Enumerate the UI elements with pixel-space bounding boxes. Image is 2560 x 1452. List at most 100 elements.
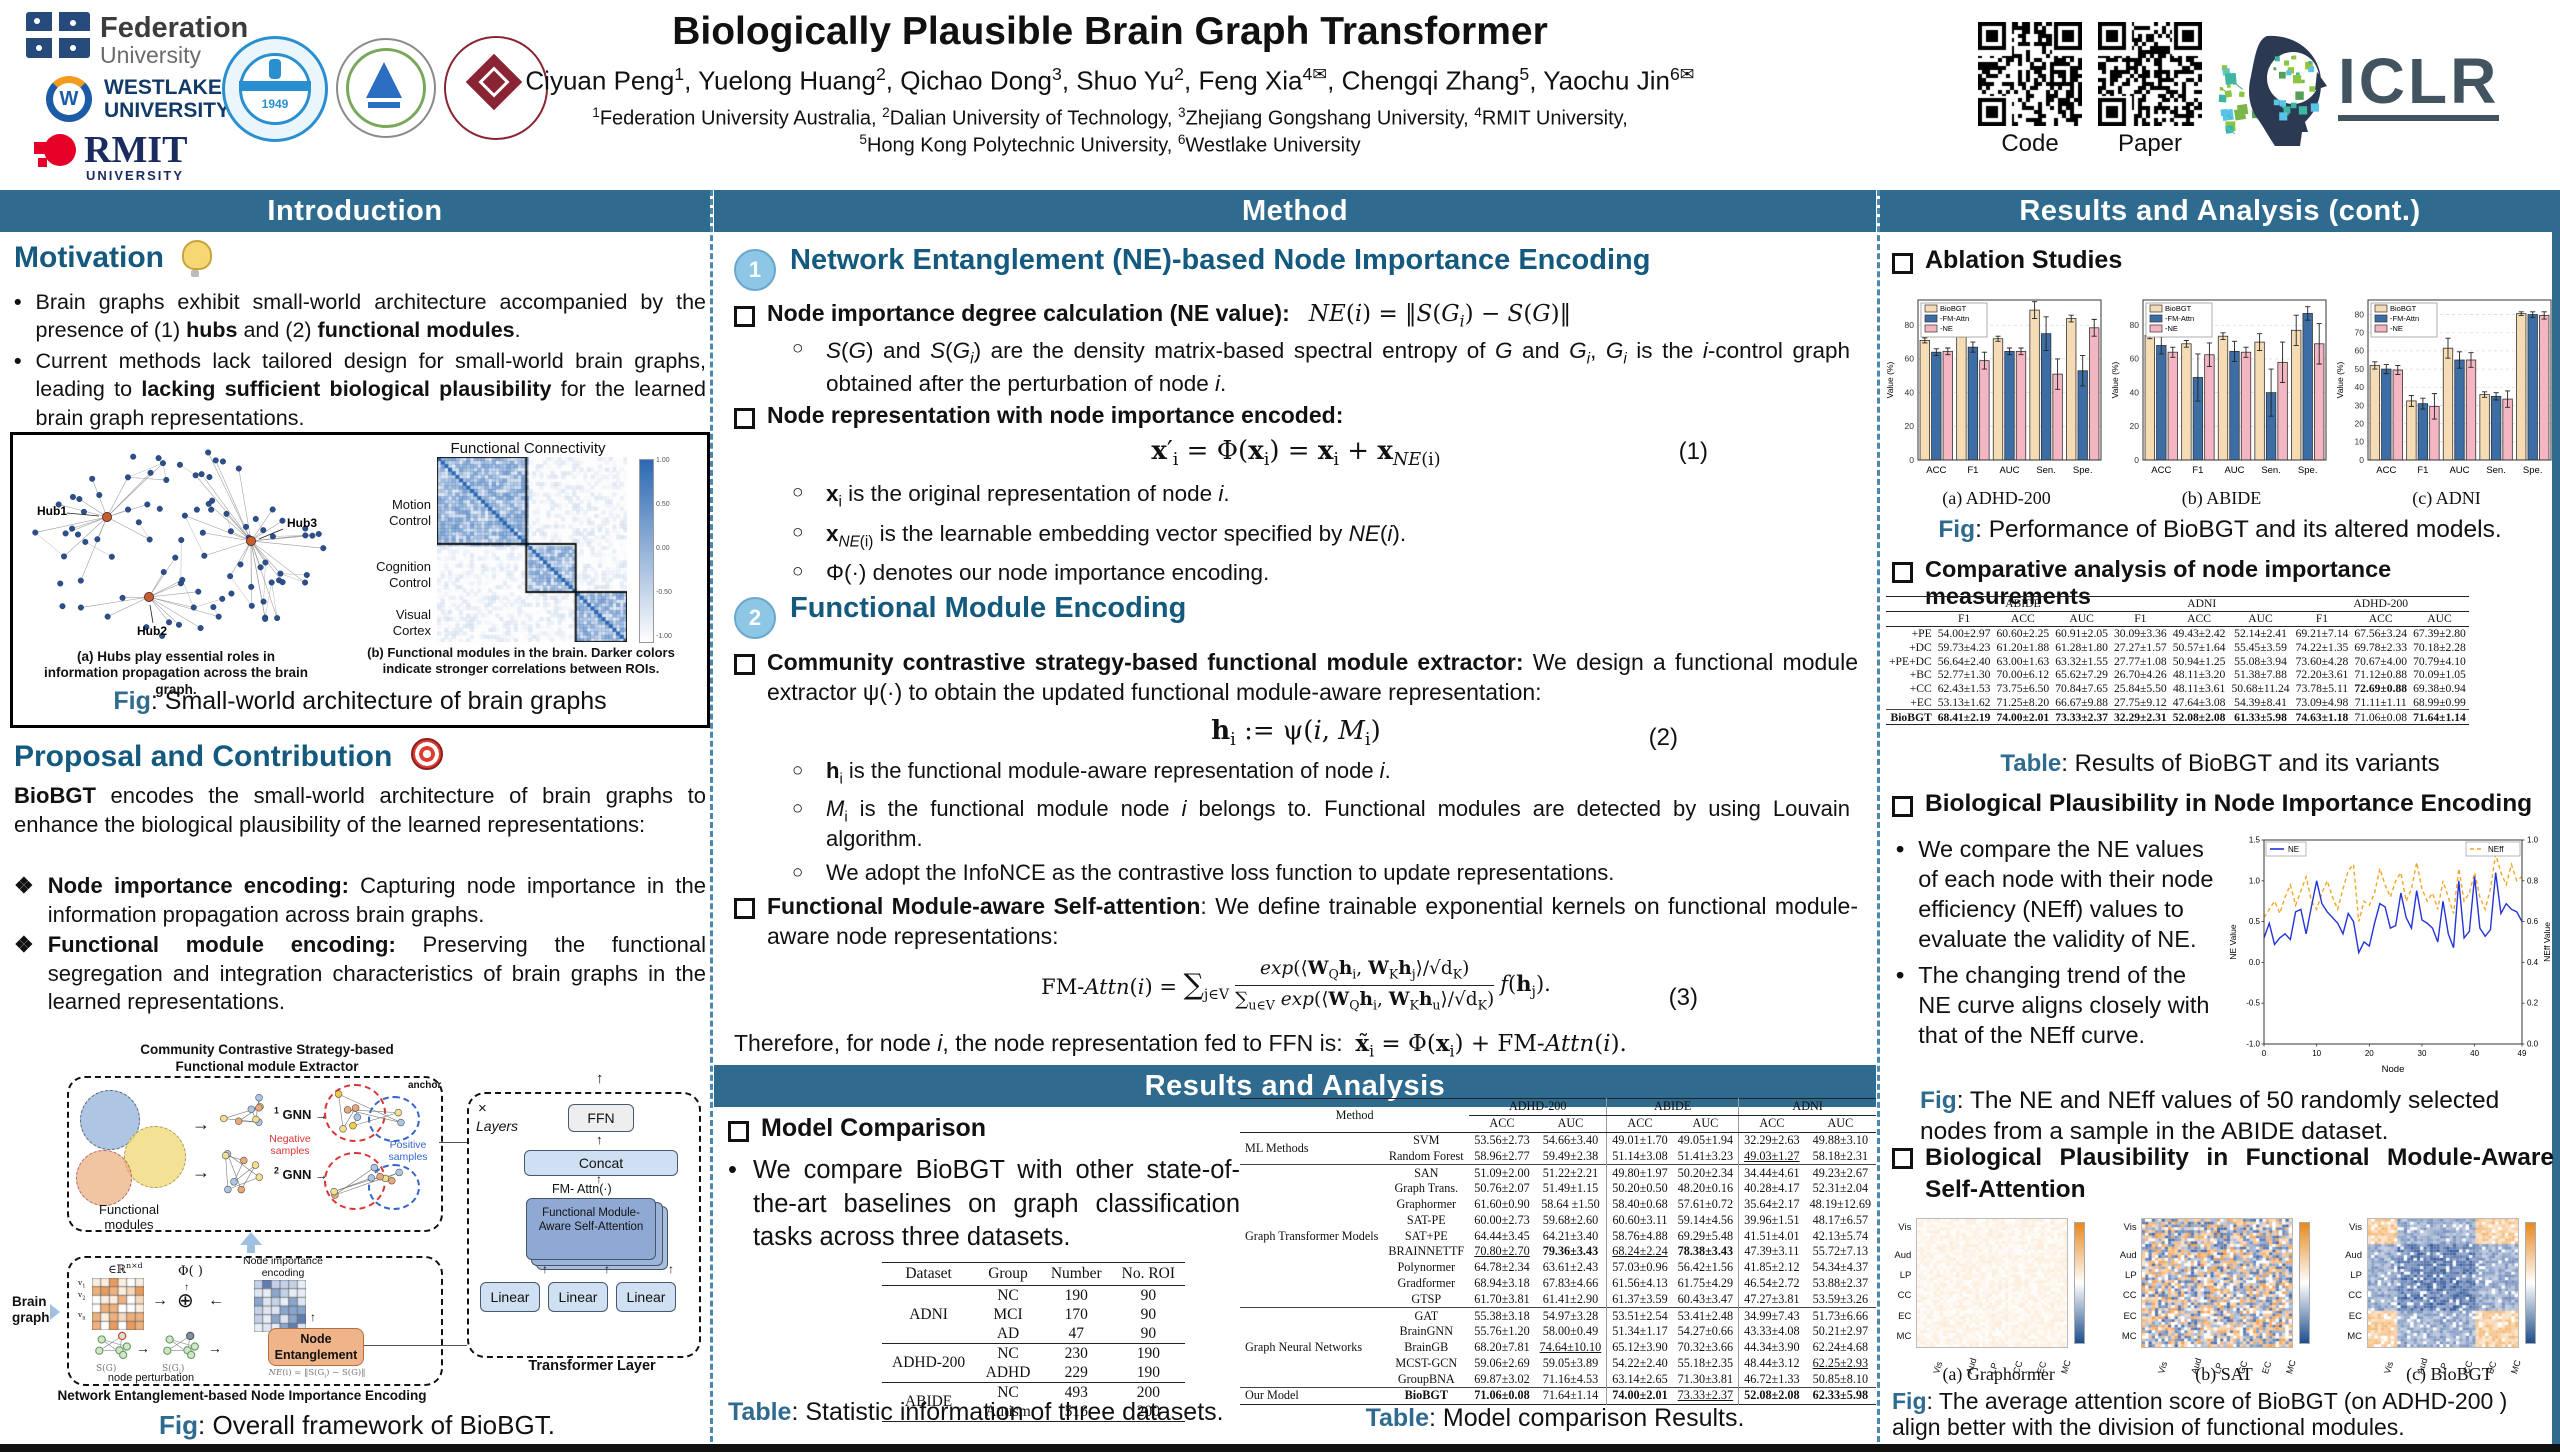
bar (2369, 365, 2380, 461)
bar (2527, 314, 2538, 461)
svg-text:0: 0 (2262, 1049, 2267, 1058)
authors-line: Ciyuan Peng1, Yuelong Huang2, Qichao Don… (525, 64, 1695, 96)
svg-text:-FM-Attn: -FM-Attn (1940, 314, 1969, 323)
westlake-university-name: WESTLAKE (104, 76, 222, 99)
westlake-university-logo-icon: W (46, 76, 92, 122)
svg-text:20: 20 (2365, 1049, 2374, 1058)
svg-text:40: 40 (1905, 387, 1915, 397)
linear-box-3: Linear (616, 1282, 676, 1312)
positive-samples-label: Positive samples (388, 1139, 428, 1163)
brain-graph-label: Brain graph (12, 1294, 50, 1325)
svg-text:10: 10 (2312, 1049, 2321, 1058)
svg-text:80: 80 (2130, 320, 2140, 330)
affiliations-line-1: 1Federation University Australia, 2Dalia… (592, 104, 1628, 130)
sg-label: S(G) (96, 1364, 117, 1374)
svg-text:10: 10 (2355, 437, 2365, 447)
qr-code-code (1978, 22, 2082, 126)
transformer-box (467, 1092, 701, 1358)
svg-text:1.0: 1.0 (2249, 876, 2261, 885)
checkbox-icon (1892, 796, 1913, 817)
gnn-label-1: 1 GNN → (274, 1106, 329, 1123)
svg-text:49: 49 (2518, 1049, 2527, 1058)
rnd-label: ∈ℝn×d (108, 1261, 143, 1276)
anchor-label: anchor (408, 1080, 442, 1091)
motivation-bullets: •Brain graphs exhibit small-world archit… (14, 288, 706, 434)
svg-text:F1: F1 (1967, 465, 1978, 476)
qr-paper-label: Paper (2117, 130, 2183, 157)
checkbox-icon (734, 306, 755, 327)
svg-text:NEff: NEff (2488, 845, 2504, 854)
rmit-university-name: RMIT (84, 129, 188, 171)
bar (2204, 354, 2215, 461)
fig1-caption: Fig: Small-world architecture of brain g… (113, 687, 607, 715)
encoding-box (67, 1256, 443, 1386)
ablation-subcaptions: (a) ADHD-200 (b) ABIDE (c) ADNI (1942, 488, 2481, 508)
model-comparison-heading: Model Comparison (728, 1114, 1238, 1143)
fm-caption: Fig: The average attention score of BioB… (1892, 1388, 2508, 1441)
svg-text:Value (%): Value (%) (1885, 361, 1895, 398)
svg-text:BioBGT: BioBGT (1940, 304, 1967, 313)
svg-text:-1.0: -1.0 (2246, 1040, 2260, 1049)
fm-heading: Biological Plausibility in Functional Mo… (1892, 1142, 2554, 1206)
bar (2229, 350, 2240, 461)
qr-code-label: Code (2001, 130, 2059, 157)
bar (2040, 333, 2052, 461)
svg-text:0.5: 0.5 (2249, 917, 2261, 926)
svg-text:50: 50 (2355, 364, 2365, 374)
svg-text:Spe.: Spe. (2523, 465, 2543, 476)
diamond-bullet-icon: ❖ (14, 873, 34, 898)
svg-text:20: 20 (2130, 421, 2140, 431)
variants-caption: Table: Results of BioBGT and its variant… (2000, 750, 2440, 777)
svg-text:-FM-Attn: -FM-Attn (2390, 314, 2419, 323)
ne-formula: NE(i) = ‖S(Gi) − S(G)‖ (268, 1368, 366, 1380)
bar (2302, 313, 2313, 461)
motivation-heading: Motivation (14, 240, 213, 277)
framework-caption: Fig: Overall framework of BioBGT. (159, 1410, 555, 1440)
dalian-university-of-technology-logo-icon: 1949 (222, 36, 328, 142)
proposal-bullets: ❖Node importance encoding: Capturing nod… (14, 872, 706, 1019)
affiliation-logos: Federation University W WESTLAKE UNIVERS… (26, 10, 566, 183)
equation-1: x′i = Φ(xi) = xi + xNE(i) (1) (1151, 436, 1708, 471)
transformer-layer-label: Transformer Layer (528, 1358, 656, 1374)
negative-samples-label: Negative samples (269, 1133, 311, 1157)
svg-text:0.0: 0.0 (2527, 1040, 2539, 1049)
poster-title: Biologically Plausible Brain Graph Trans… (672, 10, 1548, 53)
svg-text:Node: Node (2382, 1064, 2405, 1075)
svg-text:20: 20 (2355, 418, 2365, 428)
method-s2-b2: Functional Module-aware Self-attention: … (734, 892, 1858, 952)
svg-text:Value (%): Value (%) (2335, 361, 2345, 398)
svg-text:70: 70 (2355, 328, 2365, 338)
equation-2: hi := ψ(i, Mi) (2) (1211, 716, 1678, 751)
comparison-caption: Table: Model comparison Results. (1365, 1404, 1745, 1432)
svg-text:ACC: ACC (2151, 465, 2171, 476)
lightbulb-icon (182, 240, 213, 277)
svg-text:60: 60 (2130, 354, 2140, 364)
svg-text:Sen.: Sen. (2036, 465, 2056, 476)
bar (2516, 313, 2527, 461)
svg-text:30: 30 (2355, 400, 2365, 410)
qr-code-paper (2098, 22, 2202, 126)
bar (1967, 346, 1979, 461)
section-header-results-cont: Results and Analysis (cont.) (1880, 190, 2560, 232)
svg-text:0.8: 0.8 (2527, 876, 2539, 885)
svg-text:20: 20 (1905, 421, 1915, 431)
x-layers: × (478, 1100, 487, 1117)
bullet-text: Brain graphs exhibit small-world archite… (35, 290, 706, 343)
node-perturbation-label: node perturbation (107, 1372, 195, 1384)
